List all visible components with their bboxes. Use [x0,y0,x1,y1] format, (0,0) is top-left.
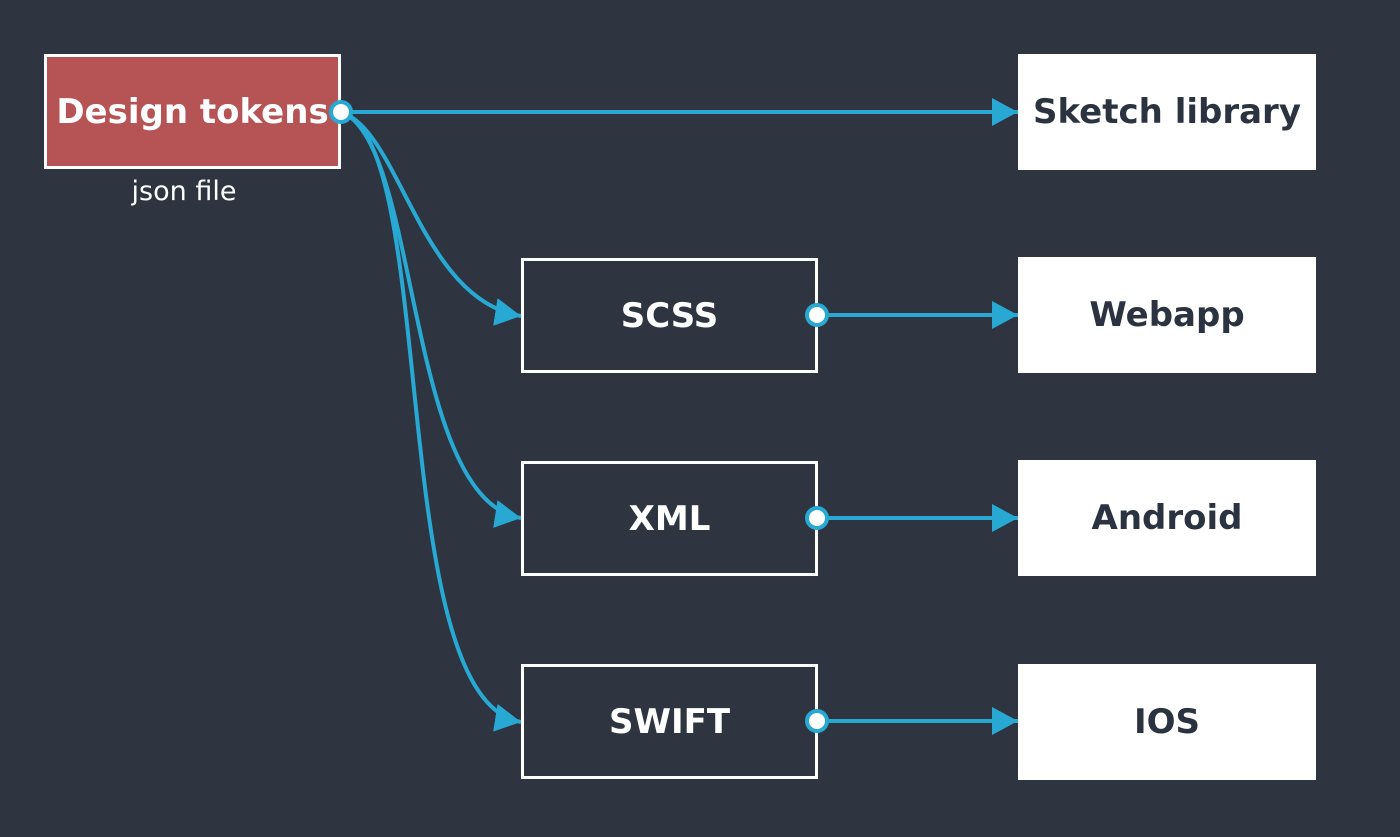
ios-box: IOS [1018,664,1316,780]
design-tokens-output-port [329,100,353,124]
sketch-library-box: Sketch library [1018,54,1316,170]
arrow-tokens-to-swift [340,110,522,732]
swift-output-port [805,709,829,733]
sketch-library-label: Sketch library [1033,92,1301,132]
scss-output-port [805,303,829,327]
design-tokens-label: Design tokens [56,91,329,132]
webapp-label: Webapp [1089,295,1245,335]
webapp-box: Webapp [1018,257,1316,373]
scss-label: SCSS [620,295,719,336]
design-tokens-box: Design tokens [44,54,341,169]
xml-label: XML [628,498,711,539]
xml-box: XML [521,461,818,576]
ios-label: IOS [1133,702,1201,742]
design-tokens-caption: json file [131,176,237,207]
xml-output-port [805,506,829,530]
android-label: Android [1091,498,1243,538]
android-box: Android [1018,460,1316,576]
swift-label: SWIFT [608,701,731,742]
